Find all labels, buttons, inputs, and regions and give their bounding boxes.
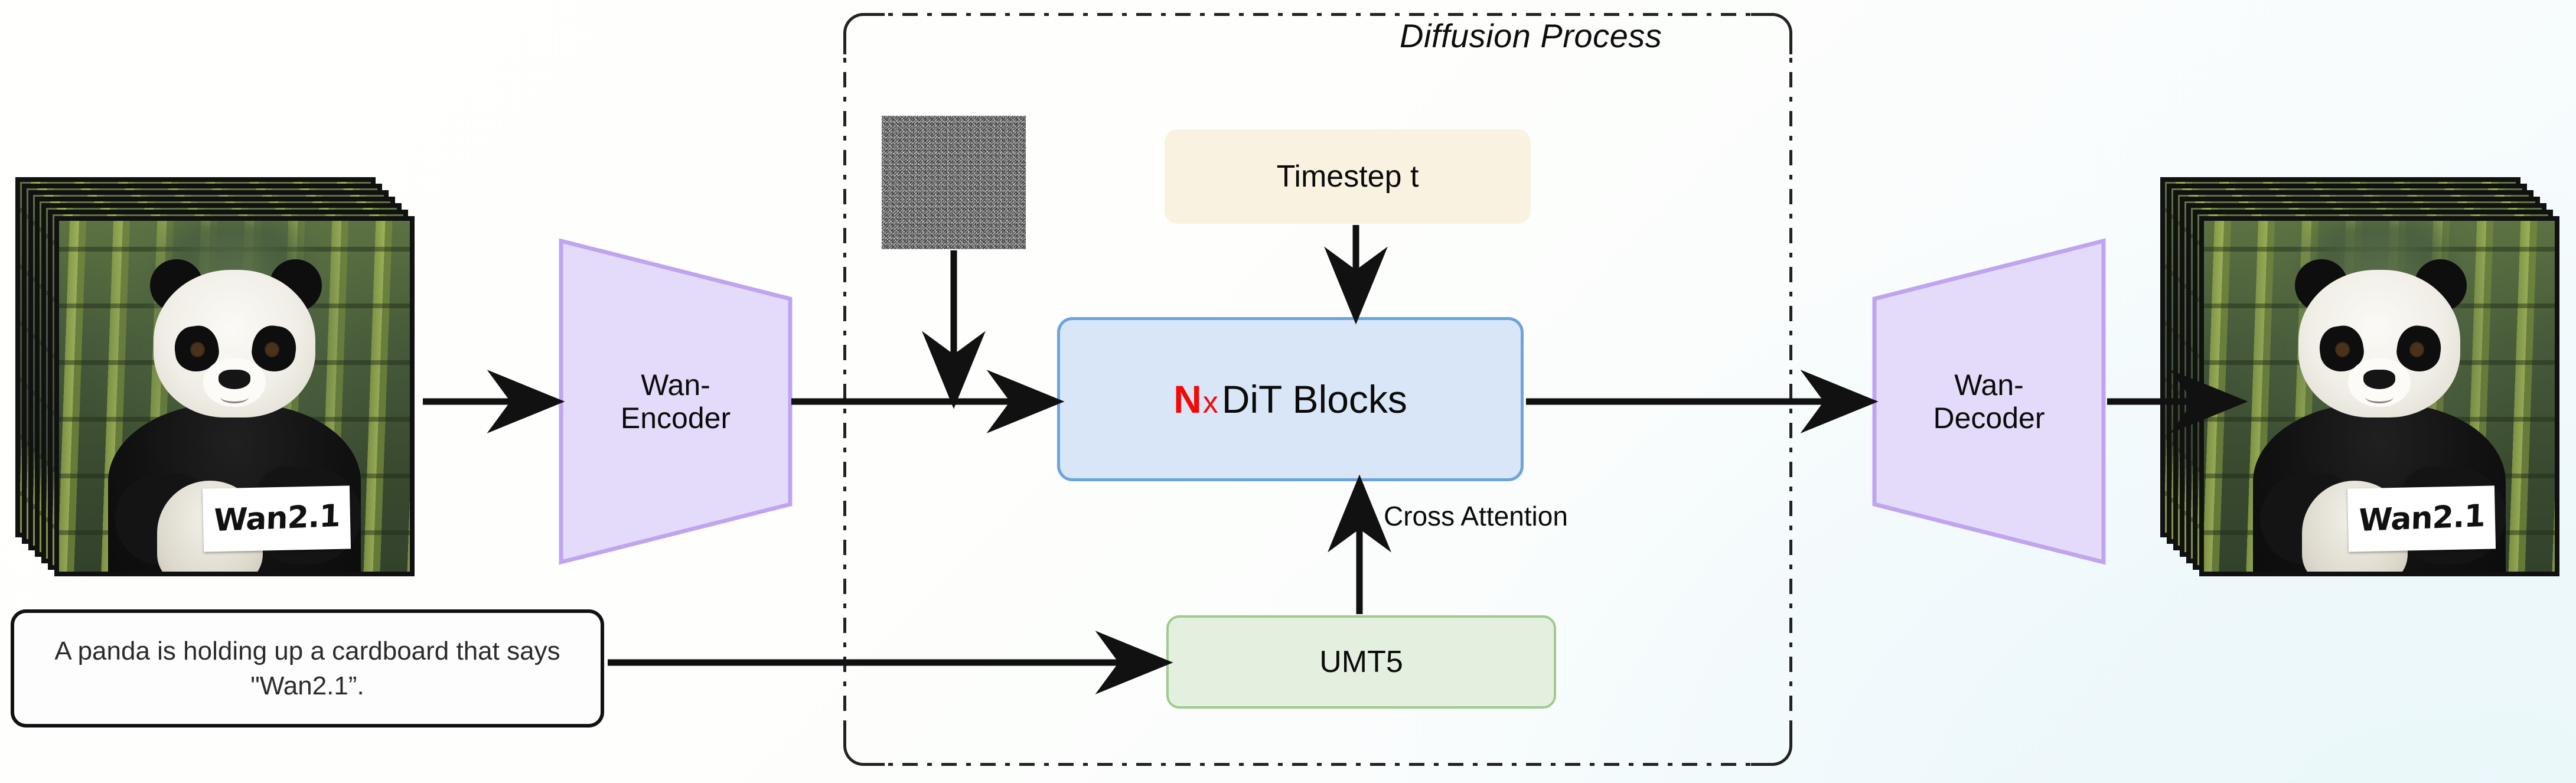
frame-front: Wan2.1: [2199, 216, 2559, 576]
dit-blocks-text: NxDiT Blocks: [1173, 377, 1407, 422]
umt5-block[interactable]: UMT5: [1166, 615, 1556, 709]
output-video-frame-stack: Wan2.1: [2160, 177, 2562, 579]
timestep-block[interactable]: Timestep t: [1165, 129, 1531, 224]
diffusion-process-label: Diffusion Process: [1400, 17, 1662, 54]
container-corner-top-right: [1751, 13, 1792, 54]
container-corner-bottom-right: [1751, 725, 1792, 766]
dit-repeat-count: N: [1173, 377, 1202, 421]
cross-attention-label: Cross Attention: [1384, 501, 1568, 531]
panda-illustration: [2204, 221, 2555, 572]
dit-blocks-label: DiT Blocks: [1221, 377, 1407, 421]
container-corner-bottom-left: [843, 725, 885, 766]
frame-front: Wan2.1: [54, 216, 415, 576]
panda-sign: Wan2.1: [2347, 485, 2496, 552]
umt5-label: UMT5: [1319, 645, 1403, 679]
noise-latent-patch: [882, 116, 1026, 249]
dit-blocks-block[interactable]: NxDiT Blocks: [1057, 317, 1524, 481]
wan-decoder-shape: [1872, 238, 2106, 565]
wan-decoder-block[interactable]: Wan- Decoder: [1871, 237, 2107, 566]
prompt-text: A panda is holding up a cardboard that s…: [54, 636, 560, 700]
wan-encoder-block[interactable]: Wan- Encoder: [557, 237, 794, 566]
panda-sign-text: Wan2.1: [2357, 498, 2486, 540]
dit-times-symbol: x: [1202, 386, 1218, 420]
prompt-text-box[interactable]: A panda is holding up a cardboard that s…: [11, 609, 604, 727]
panda-sign-text: Wan2.1: [213, 498, 341, 540]
wan-encoder-shape: [559, 238, 793, 565]
container-corner-top-left: [843, 13, 885, 54]
panda-sign: Wan2.1: [202, 485, 351, 552]
timestep-label: Timestep t: [1276, 159, 1419, 194]
input-video-frame-stack: Wan2.1: [15, 177, 417, 579]
